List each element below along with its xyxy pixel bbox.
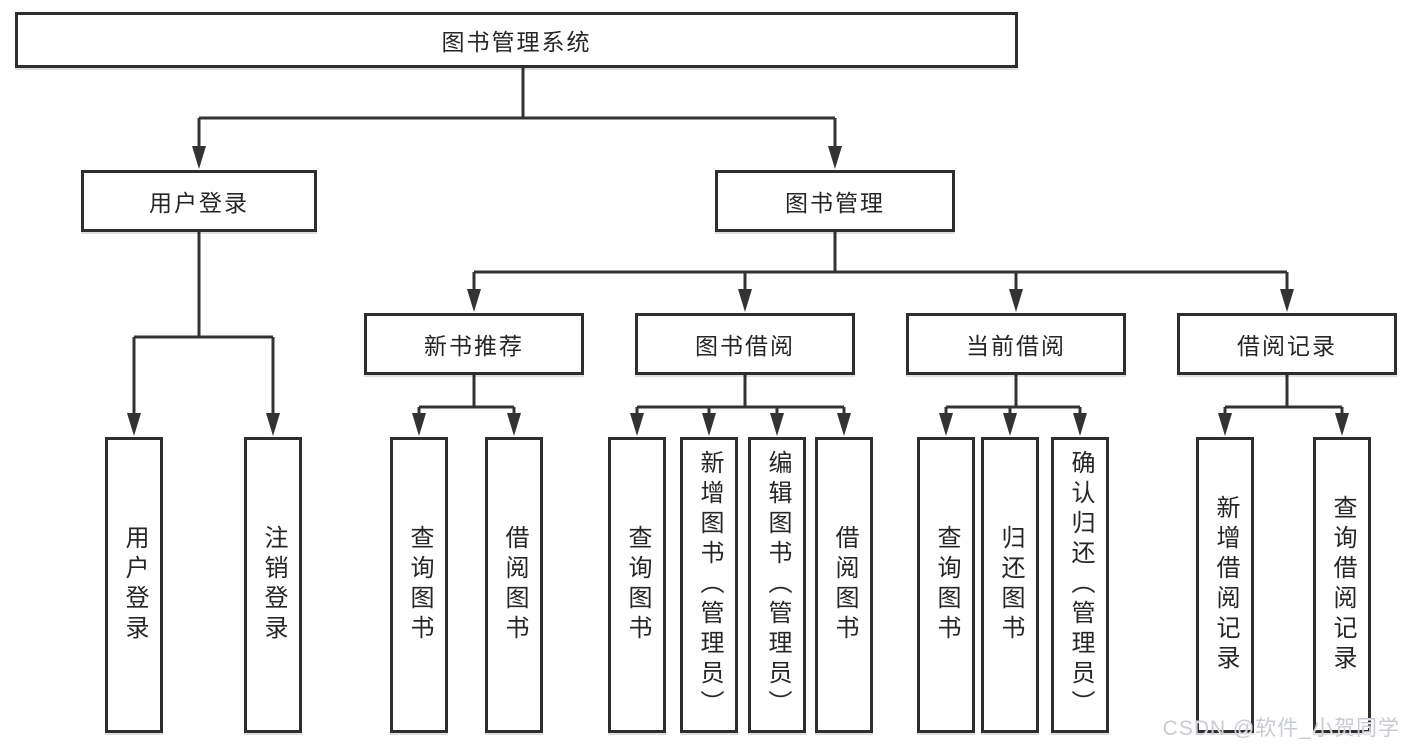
leaf-label: 借阅图书 bbox=[831, 525, 858, 645]
node-book-borrowing: 图书借阅 bbox=[635, 313, 855, 375]
arrowhead-icon bbox=[1073, 413, 1087, 436]
leaf-logout-login: 注销登录 bbox=[244, 437, 302, 733]
leaf-bb-add-book-admin: 新增图书（管理员） bbox=[680, 437, 738, 733]
arrowhead-icon bbox=[702, 413, 716, 436]
leaf-label: 归还图书 bbox=[997, 525, 1024, 645]
arrowhead-icon bbox=[507, 413, 521, 436]
leaf-bb-borrow-books: 借阅图书 bbox=[815, 437, 873, 733]
leaf-nbr-query-books: 查询图书 bbox=[390, 437, 448, 733]
node-current-borrowing: 当前借阅 bbox=[906, 313, 1126, 375]
arrowhead-icon bbox=[266, 413, 280, 436]
edge-root-to-level2 bbox=[197, 67, 837, 148]
node-user-login: 用户登录 bbox=[81, 170, 317, 232]
arrowhead-icon bbox=[630, 413, 644, 436]
leaf-bb-edit-book-admin: 编辑图书（管理员） bbox=[748, 437, 806, 733]
leaf-label: 编辑图书（管理员） bbox=[764, 450, 791, 720]
leaf-br-query-borrow-record: 查询借阅记录 bbox=[1313, 437, 1371, 733]
leaf-bb-query-books: 查询图书 bbox=[608, 437, 666, 733]
arrowhead-icon bbox=[738, 289, 752, 312]
arrowhead-icon bbox=[939, 413, 953, 436]
edge-modules-to-leaves bbox=[417, 375, 1344, 416]
leaf-label: 借阅图书 bbox=[501, 525, 528, 645]
arrowhead-icon bbox=[770, 413, 784, 436]
arrowhead-icon bbox=[192, 146, 206, 169]
leaf-label: 查询图书 bbox=[933, 525, 960, 645]
leaf-br-add-borrow-record: 新增借阅记录 bbox=[1196, 437, 1254, 733]
leaf-cb-return-books: 归还图书 bbox=[981, 437, 1039, 733]
leaf-nbr-borrow-books: 借阅图书 bbox=[485, 437, 543, 733]
arrowhead-icon bbox=[412, 413, 426, 436]
leaf-label: 查询借阅记录 bbox=[1329, 495, 1356, 675]
arrowhead-icon bbox=[127, 413, 141, 436]
node-book-management: 图书管理 bbox=[715, 170, 955, 232]
leaf-label: 用户登录 bbox=[121, 525, 148, 645]
leaf-label: 确认归还（管理员） bbox=[1067, 450, 1094, 720]
arrowhead-icon bbox=[837, 413, 851, 436]
arrowhead-icon bbox=[1003, 413, 1017, 436]
leaf-label: 注销登录 bbox=[260, 525, 287, 645]
leaf-label: 查询图书 bbox=[406, 525, 433, 645]
arrowhead-icon bbox=[1009, 289, 1023, 312]
arrowhead-icon bbox=[828, 146, 842, 169]
arrowhead-icon bbox=[1218, 413, 1232, 436]
node-new-book-recommendation: 新书推荐 bbox=[364, 313, 584, 375]
leaf-cb-confirm-return-admin: 确认归还（管理员） bbox=[1051, 437, 1109, 733]
edge-user-login-to-leaves bbox=[132, 232, 275, 416]
node-library-management-system: 图书管理系统 bbox=[15, 12, 1018, 68]
leaf-user-login: 用户登录 bbox=[105, 437, 163, 733]
arrowhead-icon bbox=[1280, 289, 1294, 312]
leaf-label: 新增图书（管理员） bbox=[696, 450, 723, 720]
node-borrowing-records: 借阅记录 bbox=[1177, 313, 1397, 375]
leaf-label: 查询图书 bbox=[624, 525, 651, 645]
arrowhead-icon bbox=[467, 289, 481, 312]
leaf-label: 新增借阅记录 bbox=[1212, 495, 1239, 675]
edge-book-mgmt-to-modules bbox=[472, 232, 1289, 292]
csdn-watermark: CSDN @软件_小贺同学 bbox=[1162, 717, 1400, 740]
arrowhead-icon bbox=[1335, 413, 1349, 436]
leaf-cb-query-books: 查询图书 bbox=[917, 437, 975, 733]
